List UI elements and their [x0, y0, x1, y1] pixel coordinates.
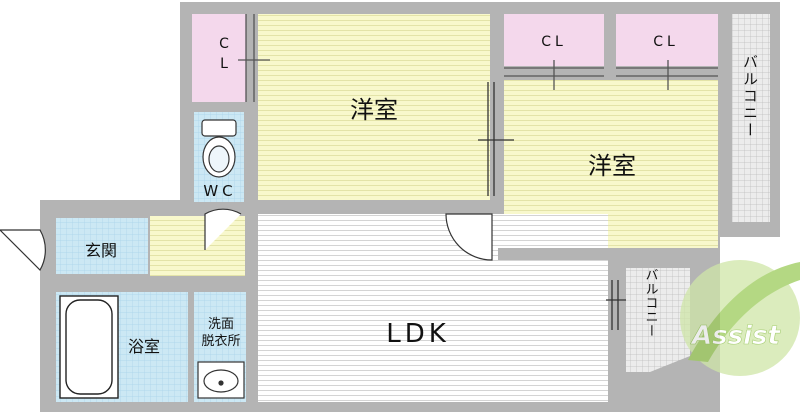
balcony-right-label: バルコニー	[741, 54, 759, 139]
balcony-small-label: バルコニー	[643, 268, 659, 338]
closet-1-label: CL	[541, 34, 567, 50]
closet-top-left-label-l: L	[220, 56, 228, 72]
balcony-small	[626, 268, 690, 372]
western-room-2-label: 洋室	[588, 152, 636, 180]
western-room-1-label: 洋室	[350, 96, 398, 124]
bathroom-label: 浴室	[128, 337, 160, 356]
interior-walls	[56, 14, 718, 412]
balcony-right	[732, 14, 770, 222]
bathtub-icon	[59, 295, 119, 399]
door-swings	[0, 208, 493, 271]
hallway-floor	[150, 216, 245, 276]
closet-2-label: CL	[653, 34, 679, 50]
western-room-1-floor	[258, 14, 490, 200]
washroom-label-1: 洗面	[208, 317, 234, 332]
closet-top-left-label-c: C	[219, 36, 229, 52]
closet-top-left	[192, 14, 246, 102]
sliding-doors	[478, 82, 626, 330]
entrance-floor	[56, 218, 148, 274]
assist-logo: Assist	[680, 260, 800, 376]
closet-1	[504, 14, 604, 66]
ldk-label: LDK	[386, 319, 450, 349]
wc-label: WC	[203, 182, 236, 200]
washroom-label-2: 脱衣所	[201, 333, 240, 349]
washbasin-icon	[197, 361, 245, 399]
closet-rails	[238, 14, 718, 102]
closet-2	[616, 14, 718, 66]
toilet-icon	[201, 119, 237, 178]
ldk-floor	[258, 214, 608, 402]
svg-text:Assist: Assist	[690, 321, 781, 351]
entrance-label: 玄関	[85, 241, 117, 260]
